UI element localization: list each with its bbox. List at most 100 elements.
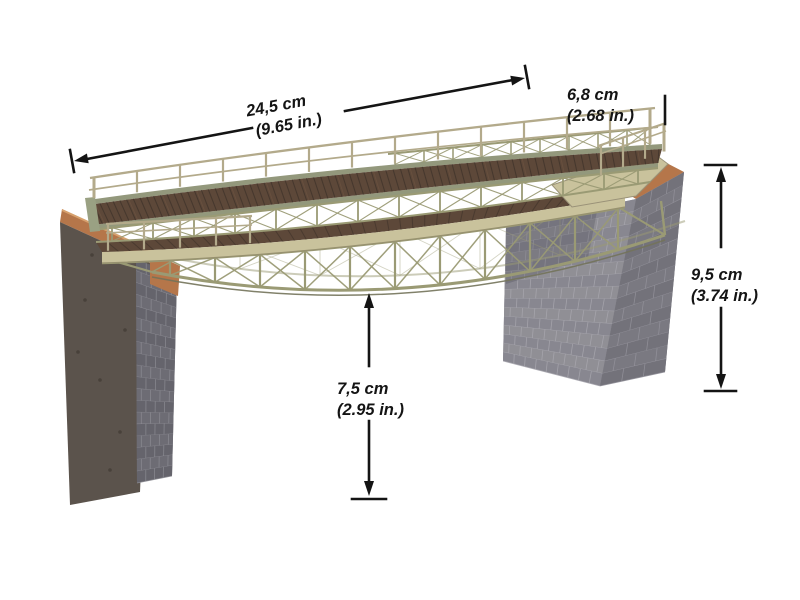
mortar-line xyxy=(136,422,174,425)
plank-line xyxy=(348,173,357,196)
mortar-joint xyxy=(655,347,658,362)
plank-line xyxy=(471,207,477,221)
mortar-joint xyxy=(566,331,569,344)
mortar-joint xyxy=(572,287,576,299)
bottom-chord xyxy=(151,233,666,292)
plank-line xyxy=(511,159,518,179)
mortar-joint xyxy=(575,265,579,277)
mortar-joint xyxy=(569,309,572,321)
lattice-diagonal xyxy=(452,144,483,160)
concrete-speckle xyxy=(90,253,94,257)
mortar-joint xyxy=(606,274,610,287)
mortar-joint xyxy=(526,231,528,242)
lattice-diagonal xyxy=(214,256,261,288)
dimension-clearance: 7,5 cm (2.95 in.) xyxy=(337,293,404,501)
stone-course xyxy=(136,341,176,361)
lattice-diagonal xyxy=(562,177,605,190)
plank-line xyxy=(193,190,204,213)
near-edge-beam xyxy=(101,196,626,264)
mortar-line xyxy=(599,371,666,387)
plank-line xyxy=(363,172,372,194)
plank-highlight xyxy=(521,158,528,177)
lattice-diagonal xyxy=(259,250,306,288)
mortar-joint xyxy=(612,358,616,372)
stone-course xyxy=(619,252,677,287)
mortar-joint xyxy=(610,286,614,299)
length-arrowhead-left xyxy=(74,153,89,164)
lattice-diagonal xyxy=(214,253,261,283)
mortar-joint xyxy=(559,342,562,354)
mortar-joint xyxy=(568,223,571,235)
lattice-diagonal xyxy=(574,207,619,262)
plank-line xyxy=(542,156,548,175)
mortar-joint xyxy=(521,308,523,318)
stone-course xyxy=(503,334,608,362)
far-railing-mid-rail xyxy=(88,126,659,191)
concrete-speckle xyxy=(118,430,122,434)
mortar-joint xyxy=(633,291,637,305)
plank-line xyxy=(595,153,601,170)
plank-line xyxy=(459,163,466,184)
plank-line xyxy=(320,176,329,199)
mortar-joint xyxy=(551,246,554,258)
lattice-diagonal xyxy=(394,235,441,290)
beam-lower-edge xyxy=(101,206,626,264)
plank-line xyxy=(284,180,294,203)
near-railing-right-segment xyxy=(597,121,667,176)
stone-course xyxy=(136,294,177,319)
mortar-joint xyxy=(540,298,543,309)
lattice-diagonal xyxy=(539,135,570,153)
lattice-diagonal xyxy=(193,217,236,234)
plank-line xyxy=(519,158,525,178)
plank-line xyxy=(139,197,150,219)
plank-line xyxy=(225,233,237,246)
mortar-joint xyxy=(633,353,637,367)
mortar-joint xyxy=(661,295,664,309)
stone-course xyxy=(503,316,612,337)
mortar-joint xyxy=(666,242,670,256)
stone-course xyxy=(600,358,667,386)
mortar-joint xyxy=(597,286,601,299)
mortar-joint xyxy=(528,298,530,309)
length-end-tick-right xyxy=(523,64,531,90)
stone-course xyxy=(504,307,615,324)
mortar-joint xyxy=(601,298,605,311)
dimension-annotations: 24,5 cm (9.65 in.) 6,8 cm (2.68 in.) 9,5… xyxy=(68,64,758,501)
plank-line xyxy=(200,189,211,212)
clearance-label-cm: 7,5 cm xyxy=(337,380,388,398)
mortar-joint xyxy=(597,322,601,335)
mortar-joint xyxy=(648,249,652,263)
mortar-joint xyxy=(543,329,546,340)
stone-course xyxy=(505,211,634,245)
mortar-joint xyxy=(548,340,551,352)
lattice-diagonal xyxy=(304,250,351,291)
plank-line xyxy=(263,182,273,205)
plank-highlight xyxy=(483,161,490,181)
lattice-diagonal xyxy=(275,204,318,231)
plank-line xyxy=(481,161,488,182)
plank-line xyxy=(377,170,386,193)
plank-line xyxy=(323,224,331,238)
lattice-diagonal xyxy=(111,227,154,240)
plank-line xyxy=(336,223,343,237)
plank-highlight xyxy=(301,178,310,201)
plank-line xyxy=(126,199,137,221)
parapet-bottom-chord xyxy=(95,181,651,243)
mortar-joint xyxy=(637,266,641,280)
mortar-joint xyxy=(617,333,621,346)
plank-line xyxy=(341,174,350,197)
mortar-joint xyxy=(531,328,534,339)
mortar-joint xyxy=(562,320,565,332)
stone-course xyxy=(628,198,682,237)
mortar-joint xyxy=(530,348,532,359)
lattice-diagonal xyxy=(349,245,396,290)
plank-line xyxy=(534,157,540,176)
plank-line xyxy=(180,192,190,215)
plank-line xyxy=(611,152,616,168)
mortar-joint xyxy=(621,368,625,382)
stone-course xyxy=(136,317,176,340)
mortar-joint xyxy=(625,343,629,356)
mortar-joint xyxy=(646,337,649,351)
plank-line xyxy=(483,205,490,219)
mortar-joint xyxy=(538,248,541,259)
